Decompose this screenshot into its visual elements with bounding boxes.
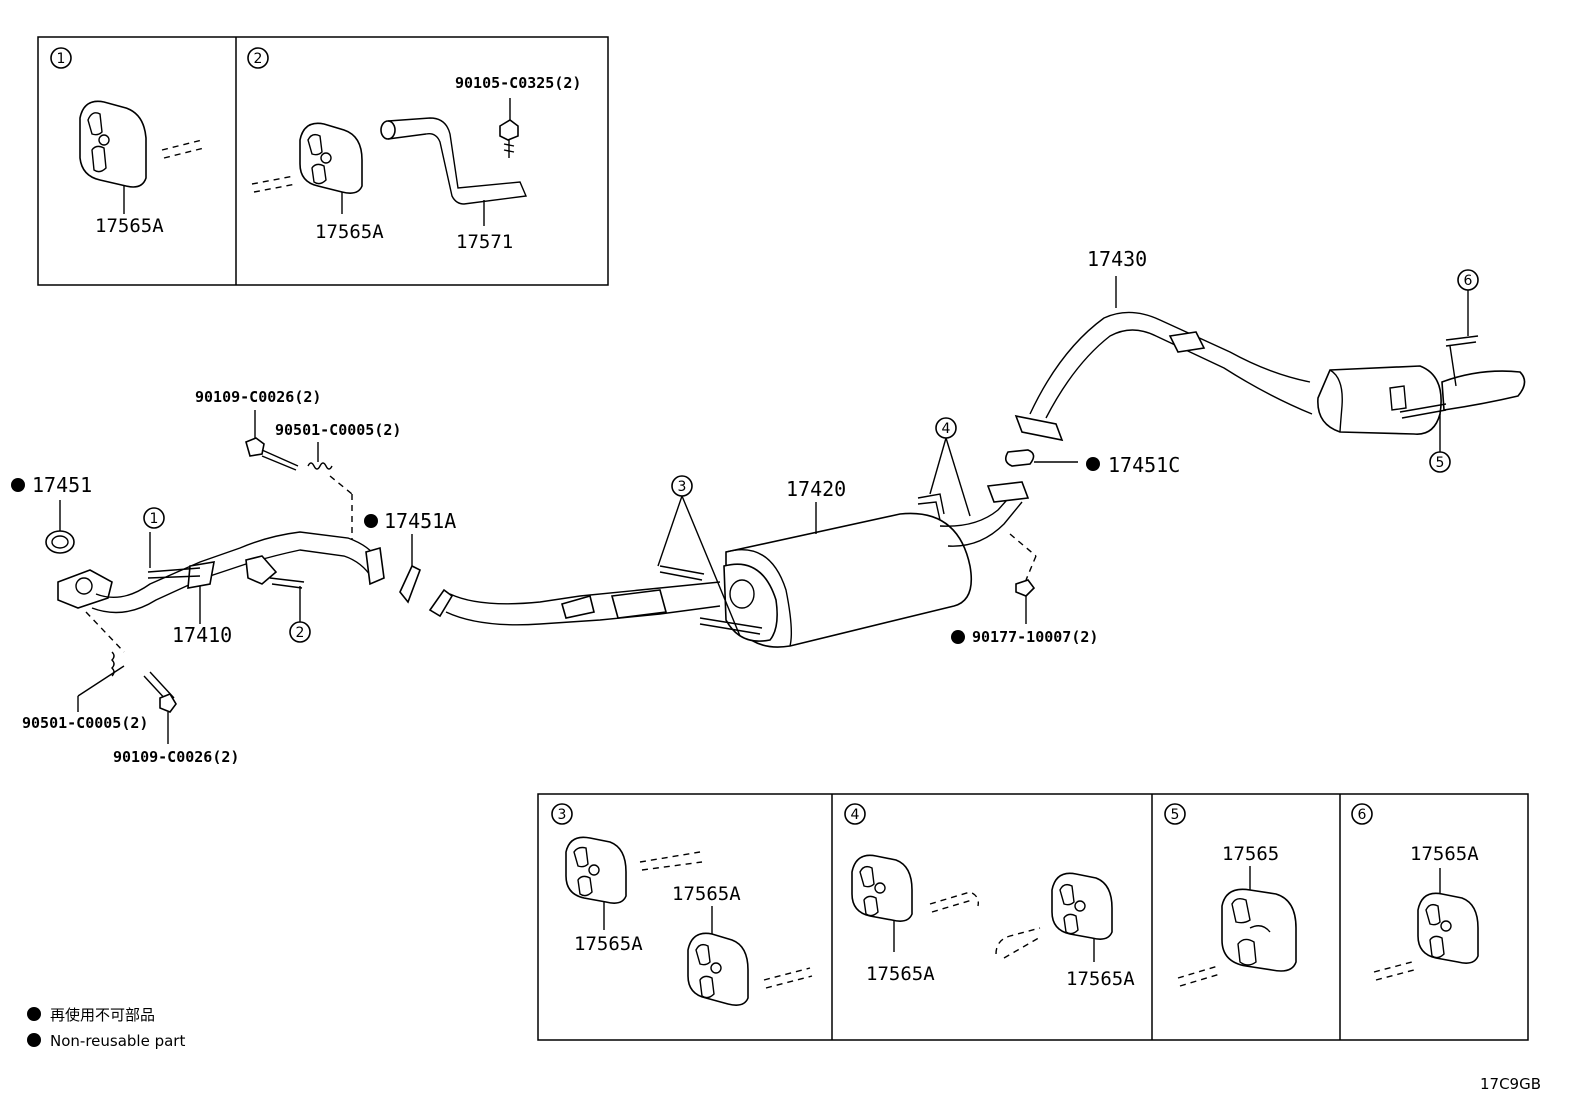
callout-6-main: 6 <box>1457 269 1479 336</box>
label-inset2-90105-C0325: 90105-C0325(2) <box>455 74 581 92</box>
rubber-hanger-icon <box>79 100 147 188</box>
svg-text:17451C: 17451C <box>1108 453 1180 477</box>
label-bolt-bottom: 90109-C0026(2) <box>113 748 239 766</box>
inset-1: 1 17565A <box>50 47 205 237</box>
callout-3-inset: 3 <box>551 803 573 825</box>
svg-text:17451A: 17451A <box>384 509 456 533</box>
svg-text:2: 2 <box>254 51 263 67</box>
tail-pipe-17430 <box>1014 311 1526 442</box>
callout-1-inset: 1 <box>50 47 72 69</box>
svg-text:3: 3 <box>678 479 687 495</box>
svg-text:1: 1 <box>57 51 66 67</box>
label-17410: 17410 <box>172 623 232 647</box>
svg-text:6: 6 <box>1464 273 1473 289</box>
svg-text:4: 4 <box>851 807 860 823</box>
bottom-bolt-spring: 90501-C0005(2) 90109-C0026(2) <box>22 611 239 766</box>
label-inset4-left: 17565A <box>866 963 935 985</box>
rubber-hanger-icon <box>565 836 627 904</box>
callout-4-main: 4 <box>929 417 971 517</box>
callout-5-inset: 5 <box>1164 803 1186 825</box>
callout-4-inset: 4 <box>844 803 866 825</box>
svg-text:5: 5 <box>1436 455 1445 471</box>
nut-90177: 90177-10007(2) <box>951 533 1098 646</box>
callout-6-inset: 6 <box>1351 803 1373 825</box>
svg-text:90177-10007(2): 90177-10007(2) <box>972 628 1098 646</box>
callout-5-main: 5 <box>1429 414 1451 473</box>
inset-4: 4 17565A 17565A <box>844 803 1135 990</box>
svg-text:3: 3 <box>558 807 567 823</box>
bolt-icon <box>499 119 519 158</box>
rubber-hanger-icon <box>299 122 363 194</box>
pipe-stub-icon <box>161 139 205 159</box>
hanger-bracket-icon <box>380 117 528 205</box>
inset-6: 6 17565A <box>1351 803 1479 981</box>
pipe-stub-icon <box>251 175 297 193</box>
legend-english: Non-reusable part <box>50 1032 185 1050</box>
label-inset1-17565A: 17565A <box>95 215 164 237</box>
svg-text:1: 1 <box>150 511 159 527</box>
inset-box-1-2 <box>37 36 609 286</box>
label-inset6-17565A: 17565A <box>1410 843 1479 865</box>
inset-2: 2 17565A 17571 90105-C0325(2) <box>247 47 581 253</box>
legend: 再使用不可部品 Non-reusable part <box>27 1006 185 1050</box>
rubber-hanger-icon <box>1417 892 1479 964</box>
svg-text:2: 2 <box>296 625 305 641</box>
svg-text:6: 6 <box>1358 807 1367 823</box>
rubber-hanger-icon <box>687 932 749 1006</box>
inset-5: 5 17565 <box>1164 803 1297 987</box>
front-gasket-17451: 17451 <box>11 473 92 554</box>
gasket-17451A: 17451A <box>364 509 456 604</box>
label-bolt-top: 90109-C0026(2) <box>195 388 321 406</box>
svg-text:5: 5 <box>1171 807 1180 823</box>
label-inset4-right: 17565A <box>1066 968 1135 990</box>
rubber-hanger-icon <box>1051 872 1113 940</box>
front-pipe-17410 <box>57 531 385 614</box>
top-bolt-spring: 90109-C0026(2) 90501-C0005(2) <box>195 388 401 540</box>
label-inset3-lower: 17565A <box>672 883 741 905</box>
label-inset3-upper: 17565A <box>574 933 643 955</box>
svg-text:17451: 17451 <box>32 473 92 497</box>
svg-text:4: 4 <box>942 421 951 437</box>
label-17420: 17420 <box>786 477 846 501</box>
label-inset5-17565: 17565 <box>1222 843 1279 865</box>
label-inset2-17565A: 17565A <box>315 221 384 243</box>
rubber-hanger-icon <box>851 854 913 922</box>
inset-3: 3 17565A 17565A <box>551 803 813 1006</box>
callout-2-main: 2 <box>289 586 311 643</box>
label-spring-bottom: 90501-C0005(2) <box>22 714 148 732</box>
label-inset2-17571: 17571 <box>456 231 513 253</box>
center-muffler-17420 <box>428 481 1030 648</box>
rubber-hanger-icon <box>1221 888 1297 972</box>
diagram-code: 17C9GB <box>1480 1075 1541 1093</box>
callout-3-main: 3 <box>657 475 741 637</box>
inset-box-3-6 <box>537 793 1529 1041</box>
callout-2-inset: 2 <box>247 47 269 69</box>
label-17430: 17430 <box>1087 247 1147 271</box>
legend-japanese: 再使用不可部品 <box>50 1006 155 1024</box>
callout-1-main: 1 <box>143 507 165 529</box>
label-spring-top: 90501-C0005(2) <box>275 421 401 439</box>
gasket-17451C: 17451C <box>1004 449 1180 477</box>
